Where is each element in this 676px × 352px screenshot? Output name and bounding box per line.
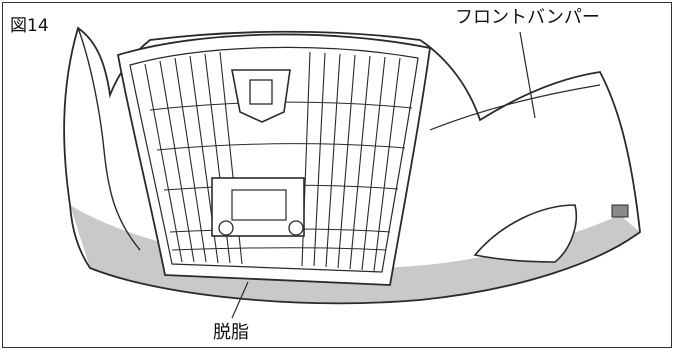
bumper-leader-line: [519, 31, 536, 119]
grille-inner: [129, 46, 419, 273]
license-plate-bracket: [211, 177, 305, 237]
emblem: [231, 69, 291, 123]
emblem-mark: [249, 79, 273, 105]
bumper-outline: [63, 26, 641, 305]
degrease-area: [70, 205, 640, 304]
upper-edge-line: [429, 84, 601, 131]
figure-number-label: 図14: [10, 16, 49, 36]
side-marker: [611, 204, 629, 218]
fog-lamp-opening: [473, 204, 578, 263]
left-wing: [77, 27, 141, 251]
front-bumper-label: フロントバンパー: [455, 7, 600, 28]
degrease-leader-line: [231, 281, 249, 319]
degrease-label: 脱脂: [213, 322, 249, 343]
grille-slats: [144, 51, 401, 272]
